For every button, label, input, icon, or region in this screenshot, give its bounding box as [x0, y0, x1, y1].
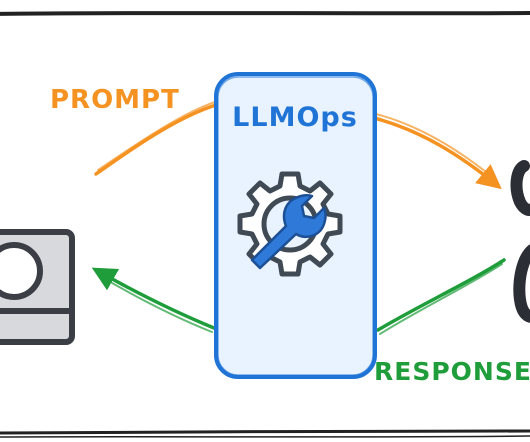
response-flow: [91, 258, 506, 335]
outer-frame: [0, 11, 530, 438]
person-icon: [510, 160, 530, 323]
prompt-arrow-right: [372, 116, 502, 190]
prompt-arrow-left-2: [97, 101, 216, 171]
response-label: RESPONSE: [374, 357, 530, 386]
computer-icon: [0, 229, 75, 345]
prompt-flow: [94, 101, 502, 190]
wrench-gear-icon: [237, 171, 343, 277]
llmops-label: LLMOps: [232, 102, 358, 133]
prompt-arrow-left: [94, 103, 218, 176]
prompt-label: PROMPT: [50, 85, 180, 115]
response-arrow-left: [91, 267, 216, 330]
response-arrow-right: [376, 258, 506, 332]
